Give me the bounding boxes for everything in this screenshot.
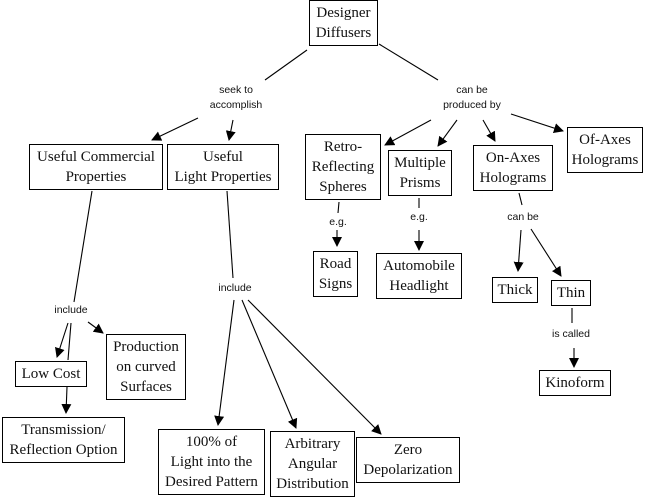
node-kinoform[interactable]: Kinoform [539, 370, 611, 396]
arrow-to-transmission [61, 386, 72, 414]
node-on-axes-holograms[interactable]: On-Axes Holograms [473, 145, 553, 191]
link-label-can-be: can be [503, 210, 543, 225]
link-label-eg-retro: e.g. [326, 215, 350, 230]
node-multiple-prisms[interactable]: Multiple Prisms [388, 150, 452, 196]
node-automobile-headlight[interactable]: Automobile Headlight [376, 253, 462, 299]
arrow-to-thick [513, 229, 524, 272]
node-useful-light-properties[interactable]: Useful Light Properties [167, 144, 279, 190]
node-transmission-reflection-option[interactable]: Transmission/ Reflection Option [2, 417, 125, 463]
arrow-to-retro [384, 119, 432, 146]
node-production-on-curved-surfaces[interactable]: Production on curved Surfaces [106, 334, 186, 400]
line-on-axes-canbe [518, 192, 523, 206]
line-root-produced [378, 43, 439, 81]
node-low-cost[interactable]: Low Cost [15, 361, 87, 387]
arrow-to-prisms [437, 119, 458, 147]
arrow-to-commercial [151, 117, 199, 141]
link-label-include-commercial: include [50, 303, 92, 318]
link-label-eg-prisms: e.g. [407, 210, 431, 225]
node-100-percent-light[interactable]: 100% of Light into the Desired Pattern [158, 429, 265, 495]
node-retro-reflecting-spheres[interactable]: Retro- Reflecting Spheres [305, 134, 381, 200]
node-useful-commercial-properties[interactable]: Useful Commercial Properties [29, 144, 163, 190]
link-label-is-called: is called [547, 327, 595, 342]
link-label-can-be-produced-by: can be produced by [436, 83, 508, 113]
arrow-to-angular [241, 299, 298, 429]
arrow-to-of-axes [510, 113, 564, 133]
arrow-to-curved [87, 321, 104, 334]
line-commercial-include [73, 190, 93, 303]
arrow-to-lowcost [55, 322, 69, 358]
node-designer-diffusers[interactable]: Designer Diffusers [309, 0, 378, 46]
line-include-through-lowcost [67, 322, 72, 361]
node-of-axes-holograms[interactable]: Of-Axes Holograms [567, 127, 643, 173]
arrow-to-pattern [214, 299, 235, 426]
arrow-to-depol [247, 299, 382, 435]
node-road-signs[interactable]: Road Signs [313, 251, 358, 297]
link-label-include-light: include [214, 281, 256, 296]
link-label-seek-to-accomplish: seek to accomplish [204, 83, 268, 113]
arrow-to-light [225, 119, 236, 141]
line-light-include [226, 190, 234, 279]
arrow-to-thin [530, 228, 562, 277]
node-arbitrary-angular-distribution[interactable]: Arbitrary Angular Distribution [270, 431, 355, 497]
node-thick[interactable]: Thick [492, 277, 538, 303]
line-retro-eg [337, 201, 340, 214]
line-root-seek [264, 49, 308, 81]
node-zero-depolarization[interactable]: Zero Depolarization [356, 437, 460, 483]
arrow-to-on-axes [482, 119, 496, 142]
node-thin[interactable]: Thin [551, 280, 591, 306]
